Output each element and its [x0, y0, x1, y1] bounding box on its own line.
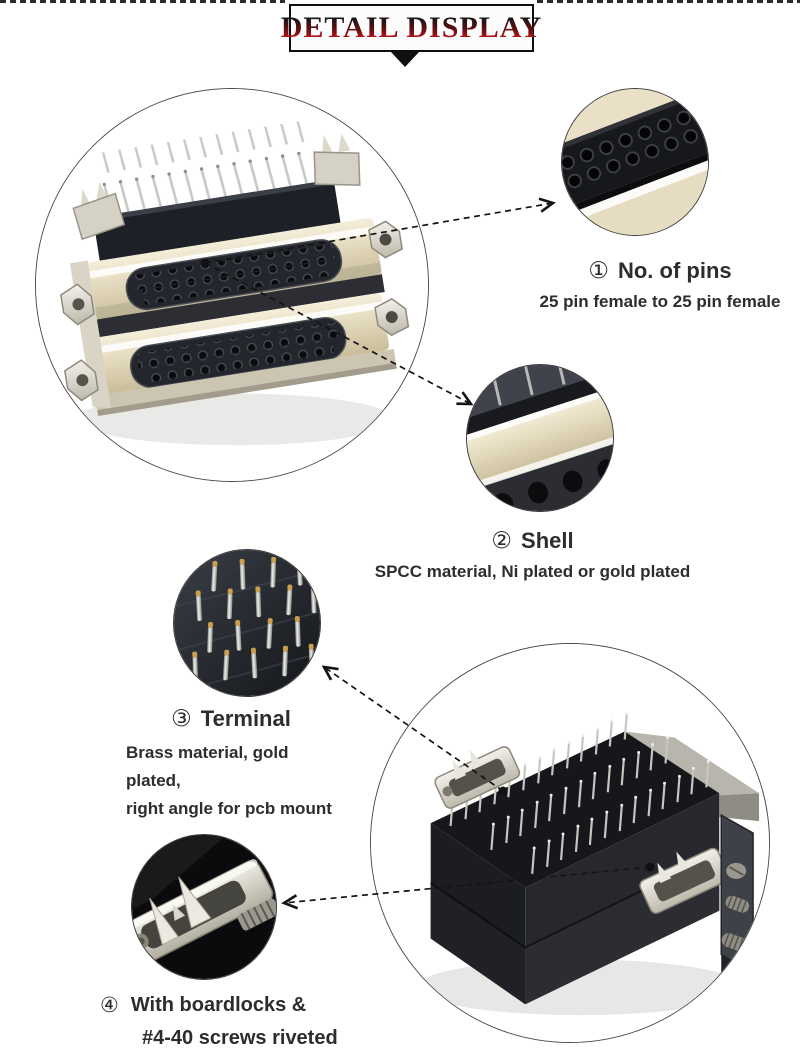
callout-boardlock-line1-text: With boardlocks & [130, 994, 307, 1016]
callout-pins-title-text: No. of pins [617, 257, 732, 283]
main-product-photo [35, 88, 429, 482]
detail-photo-pin-holes [561, 88, 709, 236]
terminal-pins-illustration [174, 550, 320, 696]
callout-terminal: ③ Terminal Brass material, gold plated, … [126, 705, 336, 823]
callout-boardlock-line1: ④ With boardlocks & [100, 993, 360, 1018]
callout-terminal-desc: Brass material, gold plated, right angle… [126, 739, 336, 823]
circled-number-2: ② [491, 527, 513, 553]
callout-shell: ② Shell SPCC material, Ni plated or gold… [355, 527, 710, 582]
shell-illustration [467, 365, 613, 511]
circled-number-3: ③ [171, 705, 192, 731]
circled-number-4: ④ [100, 994, 119, 1017]
callout-terminal-desc-line2: right angle for pcb mount [126, 799, 332, 818]
page-title: DETAIL DISPLAY [280, 11, 543, 44]
callout-boardlock-line2: #4-40 screws riveted [142, 1027, 338, 1049]
header-dash-right [537, 0, 800, 3]
detail-photo-terminal [173, 549, 321, 697]
header-dash-left [0, 0, 285, 3]
connector-angled-illustration [371, 644, 769, 1042]
detail-photo-shell [466, 364, 614, 512]
callout-terminal-title: ③ Terminal [126, 705, 336, 732]
boardlock-illustration [132, 835, 276, 979]
detail-photo-boardlock [131, 834, 277, 980]
pin-holes-illustration [562, 89, 708, 235]
title-pointer-triangle [391, 52, 419, 67]
product-photo-angled [370, 643, 770, 1043]
callout-terminal-title-text: Terminal [200, 705, 291, 731]
circled-number-1: ① [588, 257, 609, 283]
callout-pins-title: ① No. of pins [490, 257, 800, 284]
connector-stacked-illustration [36, 89, 428, 481]
title-box: DETAIL DISPLAY [281, 4, 541, 52]
callout-pins: ① No. of pins 25 pin female to 25 pin fe… [490, 257, 800, 312]
callout-shell-desc: SPCC material, Ni plated or gold plated [374, 562, 691, 581]
callout-shell-title-text: Shell [521, 527, 574, 553]
callout-shell-title: ② Shell [355, 527, 710, 554]
callout-pins-desc: 25 pin female to 25 pin female [539, 292, 781, 311]
callout-terminal-desc-line1: Brass material, gold plated, [126, 743, 289, 790]
callout-boardlock: ④ With boardlocks & #4-40 screws riveted [100, 993, 360, 1050]
